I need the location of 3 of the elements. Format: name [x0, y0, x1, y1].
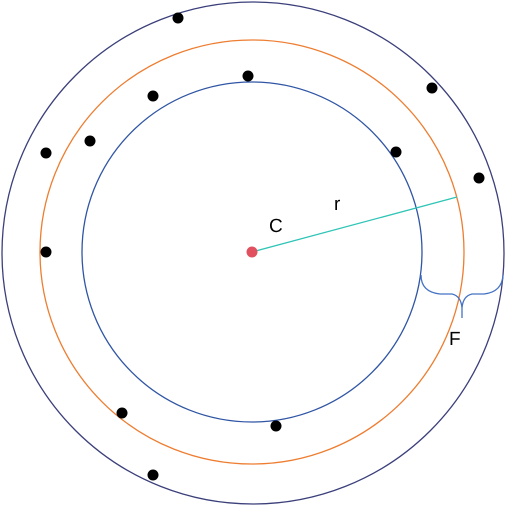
point-label: C	[269, 217, 283, 236]
point-label: r	[334, 195, 340, 214]
point-label: F	[449, 330, 461, 349]
